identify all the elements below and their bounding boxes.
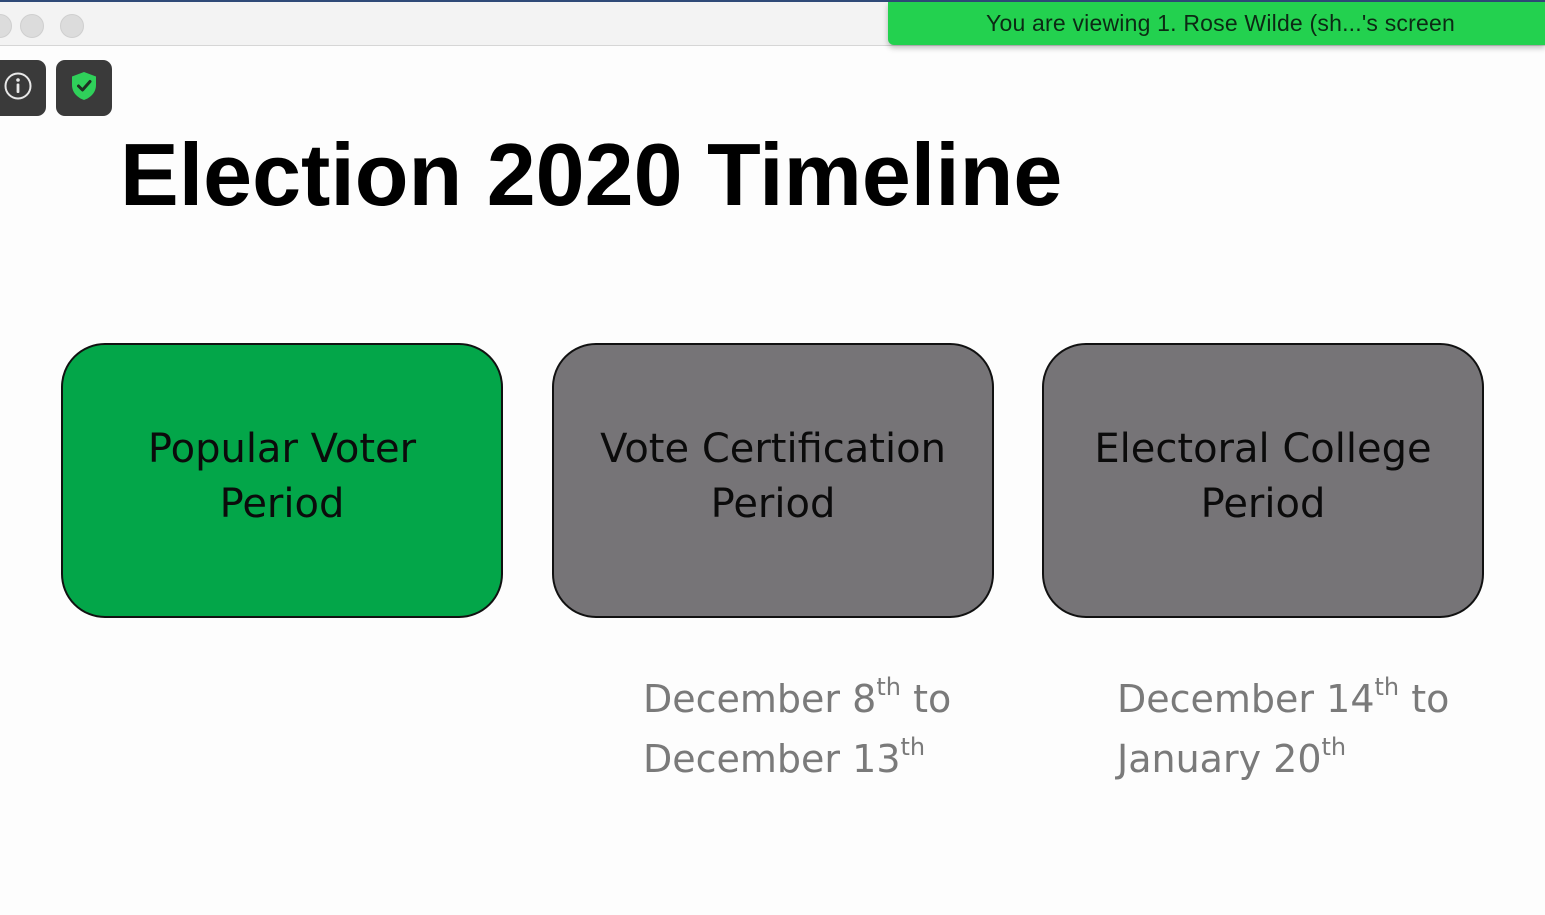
end-month: December bbox=[643, 737, 841, 781]
date-range-start: December 8th to bbox=[643, 672, 951, 732]
start-month: December bbox=[643, 677, 841, 721]
slide-title: Election 2020 Timeline bbox=[120, 125, 1063, 224]
timeline-card-electoral-college: Electoral College Period bbox=[1042, 343, 1484, 618]
end-month: January bbox=[1117, 737, 1262, 781]
start-day: 14 bbox=[1326, 677, 1375, 721]
screen-share-banner[interactable]: You are viewing 1. Rose Wilde (sh...'s s… bbox=[888, 2, 1545, 45]
date-range-start: December 14th to bbox=[1117, 672, 1449, 732]
ordinal-suffix: th bbox=[1321, 733, 1347, 761]
window-top-edge bbox=[0, 0, 1545, 2]
card-label-line-1: Vote Certification bbox=[600, 425, 946, 472]
timeline-card-popular-voter: Popular Voter Period bbox=[61, 343, 503, 618]
card-label-line-1: Popular Voter bbox=[147, 425, 417, 472]
end-day: 20 bbox=[1273, 737, 1322, 781]
start-month: December bbox=[1117, 677, 1315, 721]
range-joiner: to bbox=[913, 677, 952, 721]
vote-certification-dates: December 8th to December 13th bbox=[643, 672, 951, 792]
electoral-college-dates: December 14th to January 20th bbox=[1117, 672, 1449, 792]
maximize-window-button[interactable] bbox=[60, 14, 84, 38]
date-range-end: December 13th bbox=[643, 732, 951, 792]
range-joiner: to bbox=[1411, 677, 1450, 721]
ordinal-suffix: th bbox=[876, 673, 901, 701]
end-day: 13 bbox=[852, 737, 901, 781]
date-range-end: January 20th bbox=[1117, 732, 1449, 792]
meeting-info-button[interactable] bbox=[0, 60, 46, 116]
ordinal-suffix: th bbox=[1374, 673, 1400, 701]
ordinal-suffix: th bbox=[900, 733, 926, 761]
screen-share-banner-text: You are viewing 1. Rose Wilde (sh...'s s… bbox=[986, 10, 1455, 36]
minimize-window-button[interactable] bbox=[20, 14, 44, 38]
meeting-security-button[interactable] bbox=[56, 60, 112, 116]
card-label-line-2: Period bbox=[710, 480, 836, 527]
info-icon bbox=[3, 71, 33, 106]
card-label-line-1: Electoral College bbox=[1094, 425, 1432, 472]
shield-check-icon bbox=[69, 70, 99, 107]
card-label-line-2: Period bbox=[219, 480, 345, 527]
close-window-button[interactable] bbox=[0, 14, 12, 38]
card-label-line-2: Period bbox=[1200, 480, 1326, 527]
timeline-card-vote-certification: Vote Certification Period bbox=[552, 343, 994, 618]
start-day: 8 bbox=[852, 677, 877, 721]
